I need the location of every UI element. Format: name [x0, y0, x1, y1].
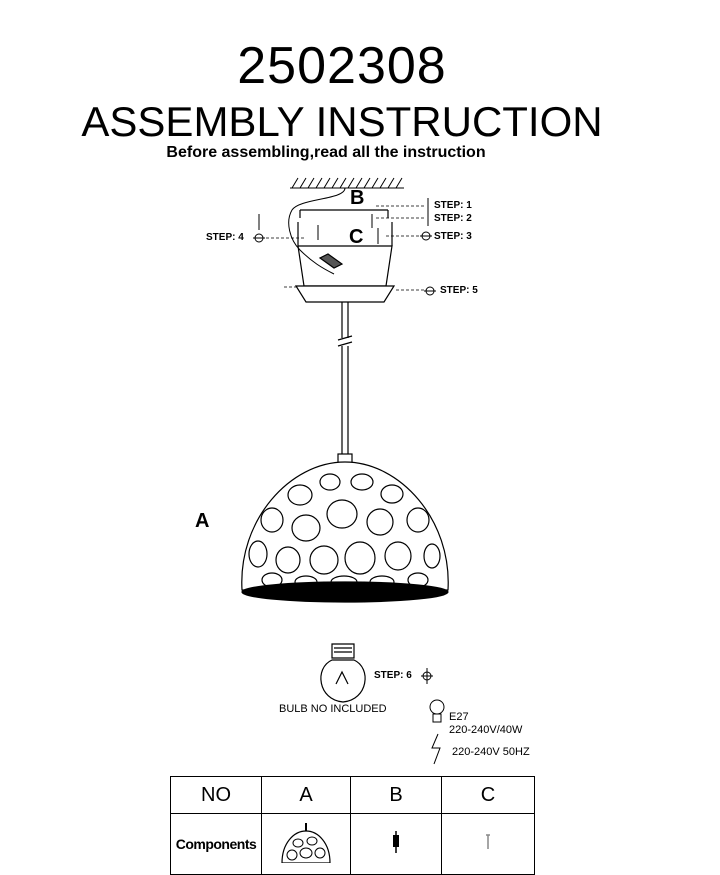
step-4-label: STEP: 4: [206, 232, 244, 243]
table-header-row: NO A B C: [170, 776, 535, 814]
lamp-shade-icon: [241, 461, 449, 603]
parts-table: NO A B C Components: [170, 776, 535, 875]
bulb-socket: E27: [449, 711, 469, 723]
table-header-c: C: [441, 776, 535, 814]
table-header-no: NO: [170, 776, 262, 814]
component-a-cell: [261, 813, 351, 875]
table-row: Components: [170, 813, 535, 875]
model-number: 2502308: [237, 37, 447, 95]
nut-icon: [421, 668, 433, 684]
suspension-rod-icon: [337, 302, 353, 465]
bulb-rating: 220-240V/40W: [449, 724, 523, 736]
component-c-cell: [441, 813, 535, 875]
component-b-cell: [350, 813, 442, 875]
canopy-icon: [294, 222, 396, 303]
power-icon: [431, 733, 441, 765]
step-6-label: STEP: 6: [374, 670, 412, 681]
step-3-label: STEP: 3: [434, 231, 472, 242]
document-subtitle: Before assembling,read all the instructi…: [166, 144, 486, 161]
components-label: Components: [170, 813, 262, 875]
screw-icon: [486, 833, 490, 849]
part-label-c: C: [349, 226, 364, 248]
mounting-bracket-icon: [299, 209, 389, 218]
ceiling-icon: [290, 177, 404, 189]
bulb-note: BULB NO INCLUDED: [279, 703, 387, 715]
power-spec: 220-240V 50HZ: [452, 746, 530, 758]
document-title: ASSEMBLY INSTRUCTION: [81, 98, 603, 145]
light-bulb-icon: [320, 643, 366, 703]
step-5-label: STEP: 5: [440, 285, 478, 296]
table-header-b: B: [350, 776, 442, 814]
bulb-spec-icon: [429, 699, 445, 723]
screw-anchor-icon: [393, 830, 399, 853]
step-2-label: STEP: 2: [434, 213, 472, 224]
part-label-b: B: [350, 187, 365, 209]
lamp-shade-icon: [281, 822, 331, 864]
table-header-a: A: [261, 776, 351, 814]
step-1-label: STEP: 1: [434, 200, 472, 211]
part-label-a: A: [195, 510, 210, 532]
supply-wire-icon: [288, 187, 346, 275]
